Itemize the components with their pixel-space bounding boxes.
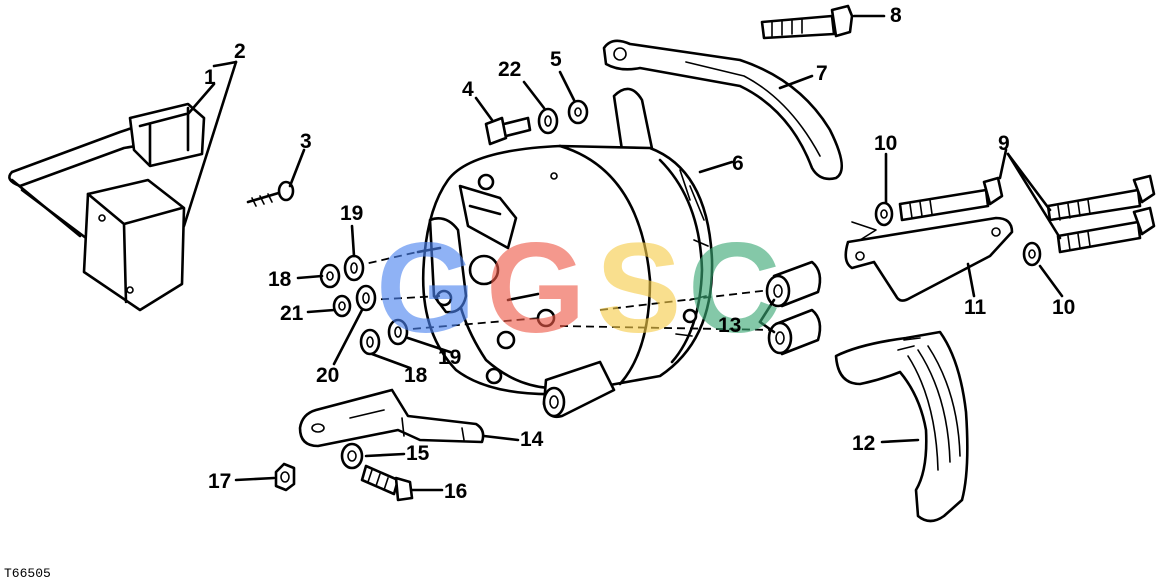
bolt-9-short: [898, 176, 1004, 222]
callout-22: 22: [498, 58, 521, 81]
bolt-4: [484, 116, 532, 146]
watermark-letter-4: C: [688, 217, 780, 360]
callout-11: 11: [964, 296, 987, 319]
watermark-letter-2: G: [486, 217, 586, 360]
bolt-9-upper-long: [1046, 174, 1156, 222]
belt-guard-12: [834, 330, 969, 523]
callout-8: 8: [890, 4, 902, 27]
callout-13: 13: [718, 314, 741, 337]
callout-19-lower: 19: [438, 346, 461, 369]
callout-21: 21: [280, 302, 304, 325]
callout-20: 20: [316, 364, 339, 387]
adjusting-strap: [602, 39, 844, 181]
screw: [246, 180, 295, 207]
voltage-regulator: [8, 102, 206, 312]
watermark: G G S C: [376, 217, 780, 360]
lock-washer-22: [537, 107, 559, 135]
alternator: [421, 87, 714, 419]
callout-10-upper: 10: [874, 132, 897, 155]
washer-10-upper: [874, 201, 894, 227]
figure-id: T66505: [4, 566, 51, 581]
mounting-centerlines: [355, 246, 775, 331]
watermark-letter-3: S: [596, 217, 681, 360]
spacer-13-upper: [765, 260, 822, 308]
callout-16: 16: [444, 480, 467, 503]
callout-7: 7: [816, 62, 828, 85]
bolt-8: [760, 4, 854, 40]
callout-19-upper: 19: [340, 202, 363, 225]
callout-5: 5: [550, 48, 562, 71]
spacer-13-lower: [767, 308, 822, 356]
bolt-16: [360, 464, 414, 502]
callout-9: 9: [998, 132, 1010, 155]
callout-labels: 1 2 3 4 5 6 7 8 9 10 10 11 12 13 14 15 1…: [204, 4, 1075, 503]
callout-18-upper: 18: [268, 268, 292, 291]
washer-19-upper: [343, 254, 365, 282]
callout-17: 17: [208, 470, 231, 493]
bolt-9-lower-long: [1056, 206, 1156, 254]
washer-20: [355, 284, 377, 312]
nut-17: [274, 462, 296, 492]
callout-14: 14: [520, 428, 544, 451]
bracket-11: [844, 216, 1014, 302]
callout-1: 1: [204, 66, 216, 89]
callout-12: 12: [852, 432, 875, 455]
washer-5: [567, 99, 589, 125]
callout-6: 6: [732, 152, 744, 175]
callout-18-lower: 18: [404, 364, 428, 387]
nut-21: [332, 294, 352, 318]
watermark-letter-1: G: [376, 217, 476, 360]
nut-18-upper: [319, 263, 341, 289]
washer-15: [340, 442, 364, 470]
bracket-14: [298, 388, 485, 448]
callout-2: 2: [234, 40, 246, 63]
washer-10-lower: [1022, 241, 1042, 267]
callout-15: 15: [406, 442, 430, 465]
leader-lines: [182, 14, 1064, 492]
callout-4: 4: [462, 78, 474, 101]
nut-18-lower: [359, 328, 381, 356]
washer-19-lower: [387, 318, 409, 346]
callout-10-lower: 10: [1052, 296, 1075, 319]
callout-3: 3: [300, 130, 312, 153]
